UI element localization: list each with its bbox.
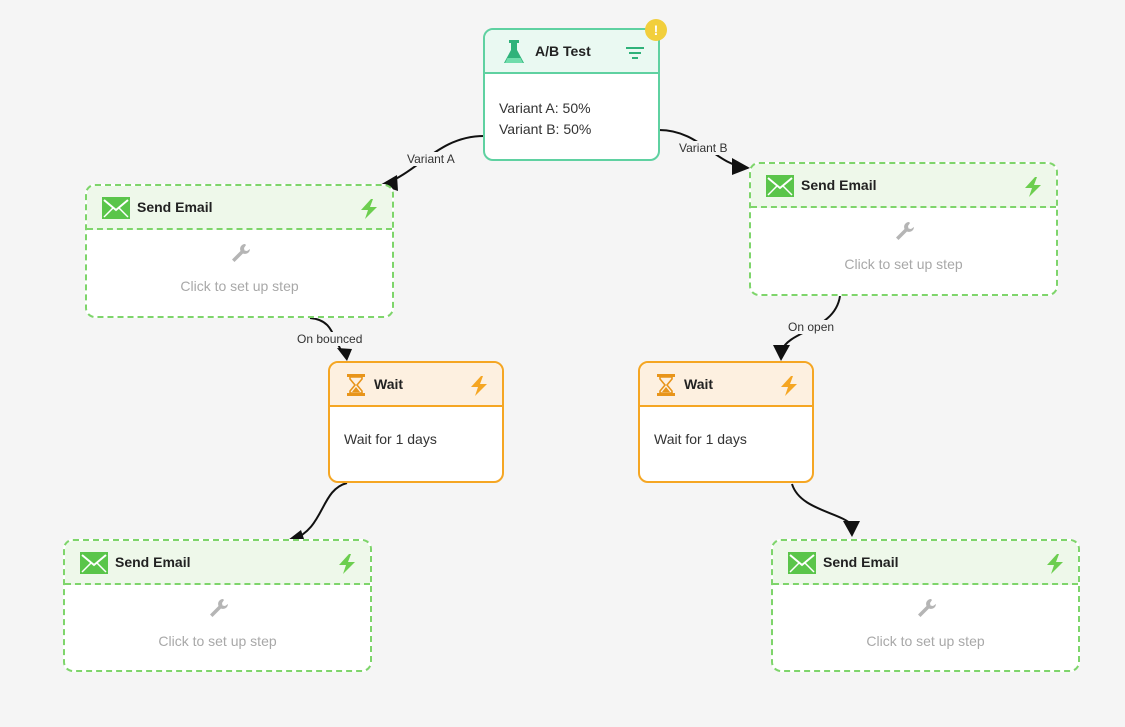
lightning-icon[interactable] [336,553,358,575]
edge-label-on-bounced: On bounced [295,332,365,346]
send-email-body[interactable]: Click to set up step [773,585,1078,670]
send-email-node-right-top[interactable]: Send Email Click to set up step [749,162,1058,296]
send-email-header: Send Email [751,164,1056,208]
wait-duration: Wait for 1 days [654,431,747,447]
send-email-title: Send Email [801,177,877,193]
arrow-wait-right-to-email [843,521,860,537]
send-email-header: Send Email [773,541,1078,585]
wait-node-left[interactable]: Wait Wait for 1 days [328,361,504,483]
wait-title: Wait [374,376,404,392]
send-email-title: Send Email [137,199,213,215]
ab-test-node[interactable]: A/B Test Variant A: 50% Variant B: 50% ! [483,19,667,161]
ab-test-header: A/B Test [485,30,658,74]
filter-icon[interactable] [624,42,646,64]
lightning-icon[interactable] [778,375,800,397]
wait-header: Wait [330,363,502,407]
send-email-node-left-top[interactable]: Send Email Click to set up step [85,184,394,318]
send-email-header: Send Email [87,186,392,230]
send-email-body[interactable]: Click to set up step [65,585,370,670]
hourglass-icon [347,374,365,396]
variant-a-split: Variant A: 50% [499,100,591,116]
send-email-header: Send Email [65,541,370,585]
send-email-node-right-bottom[interactable]: Send Email Click to set up step [771,539,1080,672]
send-email-body[interactable]: Click to set up step [751,208,1056,294]
setup-prompt: Click to set up step [866,633,985,649]
edge-label-variant-b: Variant B [677,141,730,155]
ab-test-title: A/B Test [535,43,591,59]
lightning-icon[interactable] [1044,553,1066,575]
setup-prompt: Click to set up step [844,256,963,272]
envelope-icon [102,197,130,219]
edge-label-variant-a: Variant A [405,152,457,166]
setup-prompt: Click to set up step [158,633,277,649]
send-email-title: Send Email [115,554,191,570]
envelope-icon [788,552,816,574]
lightning-icon[interactable] [358,198,380,220]
send-email-title: Send Email [823,554,899,570]
wait-header: Wait [640,363,812,407]
arrow-on-open [773,345,790,361]
send-email-body[interactable]: Click to set up step [87,230,392,316]
wait-title: Wait [684,376,714,392]
envelope-icon [80,552,108,574]
warning-badge[interactable]: ! [645,19,667,41]
setup-prompt: Click to set up step [180,278,299,294]
edge-wait-right-to-email [791,483,853,526]
ab-test-body: Variant A: 50% Variant B: 50% [485,74,658,140]
arrow-variant-a [380,175,398,191]
wrench-icon [209,599,228,617]
lightning-icon[interactable] [468,375,490,397]
flask-icon [504,40,524,63]
lightning-icon[interactable] [1022,176,1044,198]
envelope-icon [766,175,794,197]
arrow-on-bounced [337,348,352,361]
send-email-node-left-bottom[interactable]: Send Email Click to set up step [63,539,372,672]
edge-label-on-open: On open [786,320,837,334]
variant-b-split: Variant B: 50% [499,121,592,137]
wait-duration: Wait for 1 days [344,431,437,447]
wrench-icon [917,599,936,617]
wait-body: Wait for 1 days [640,407,812,447]
wait-body: Wait for 1 days [330,407,502,447]
hourglass-icon [657,374,675,396]
wrench-icon [231,244,250,262]
arrow-variant-b [732,158,750,175]
wrench-icon [895,222,914,240]
wait-node-right[interactable]: Wait Wait for 1 days [638,361,814,483]
